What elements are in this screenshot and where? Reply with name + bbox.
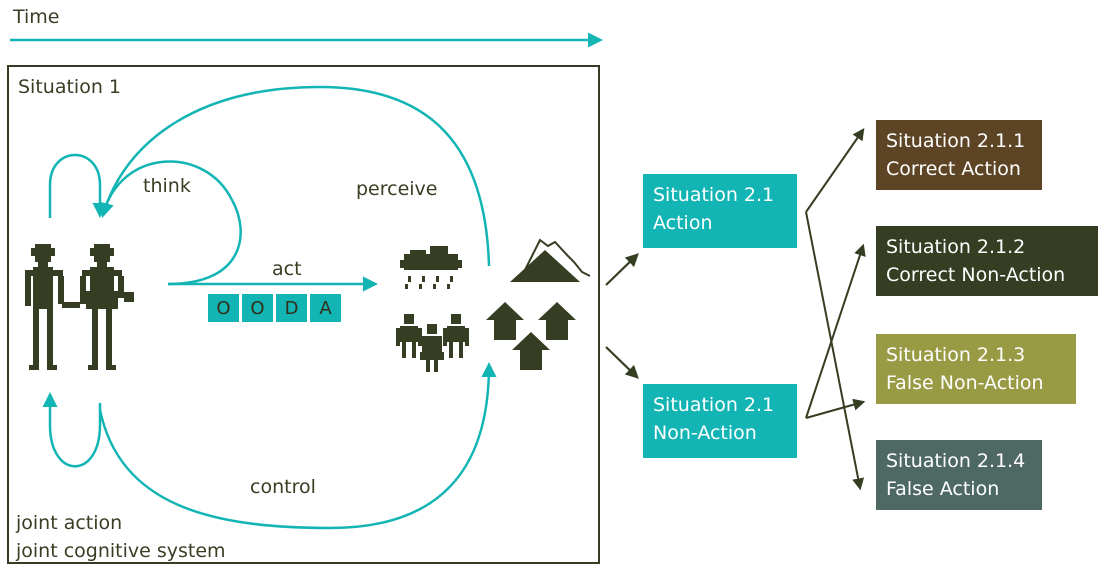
outcome-correct-nonaction: Situation 2.1.2 Correct Non-Action xyxy=(876,226,1098,296)
outcome-false-action: Situation 2.1.4 False Action xyxy=(876,440,1042,510)
outcome-correct-action: Situation 2.1.1 Correct Action xyxy=(876,120,1042,190)
rain-cloud-icon xyxy=(400,246,462,289)
ooda-act: A xyxy=(310,294,341,322)
ooda-observe: O xyxy=(208,294,239,322)
situation21-action-line1: Situation 2.1 xyxy=(653,184,775,206)
situation21-nonaction-line2: Non-Action xyxy=(653,421,757,444)
branch-nonaction-false xyxy=(805,398,866,419)
people-pair-icon xyxy=(25,244,134,370)
outcome-line2: Correct Non-Action xyxy=(886,263,1066,286)
houses-icon xyxy=(486,302,576,370)
self-loop-bottom xyxy=(42,392,102,468)
ooda-orient: O xyxy=(242,294,273,322)
branch-action-correct xyxy=(805,128,865,213)
perceive-label: perceive xyxy=(356,178,438,200)
outcome-line1: Situation 2.1.4 xyxy=(886,450,1026,472)
control-arc xyxy=(98,362,497,530)
act-label: act xyxy=(272,258,302,280)
family-icon xyxy=(396,314,469,372)
ooda-strip: O O D A xyxy=(208,294,341,322)
outcome-line2: False Non-Action xyxy=(886,371,1044,394)
self-loop-top xyxy=(48,153,108,218)
perceive-arc xyxy=(99,85,491,267)
think-loop xyxy=(98,160,242,286)
arrow-to-nonaction xyxy=(605,346,639,379)
joint-action-label: joint action xyxy=(16,512,123,534)
arrow-to-action xyxy=(605,253,639,286)
think-label: think xyxy=(143,175,191,197)
outcome-line1: Situation 2.1.2 xyxy=(886,236,1026,258)
outcome-line2: Correct Action xyxy=(886,157,1021,180)
situation21-action-box: Situation 2.1 Action xyxy=(643,174,797,248)
situation21-nonaction-line1: Situation 2.1 xyxy=(653,394,775,416)
branch-action-false xyxy=(805,211,865,491)
situation1-frame xyxy=(7,65,600,564)
ooda-decide: D xyxy=(276,294,307,322)
control-label: control xyxy=(250,476,316,498)
mountain-icon xyxy=(510,238,591,282)
situation21-nonaction-box: Situation 2.1 Non-Action xyxy=(643,384,797,458)
situation1-title: Situation 1 xyxy=(18,76,121,98)
joint-cognitive-system-label: joint cognitive system xyxy=(16,540,226,562)
outcome-line2: False Action xyxy=(886,477,1000,500)
situation21-action-line2: Action xyxy=(653,211,713,234)
outcome-false-nonaction: Situation 2.1.3 False Non-Action xyxy=(876,334,1076,404)
outcome-line1: Situation 2.1.3 xyxy=(886,344,1026,366)
outcome-line1: Situation 2.1.1 xyxy=(886,130,1026,152)
time-label: Time xyxy=(13,6,60,28)
branch-nonaction-correct xyxy=(805,243,866,419)
